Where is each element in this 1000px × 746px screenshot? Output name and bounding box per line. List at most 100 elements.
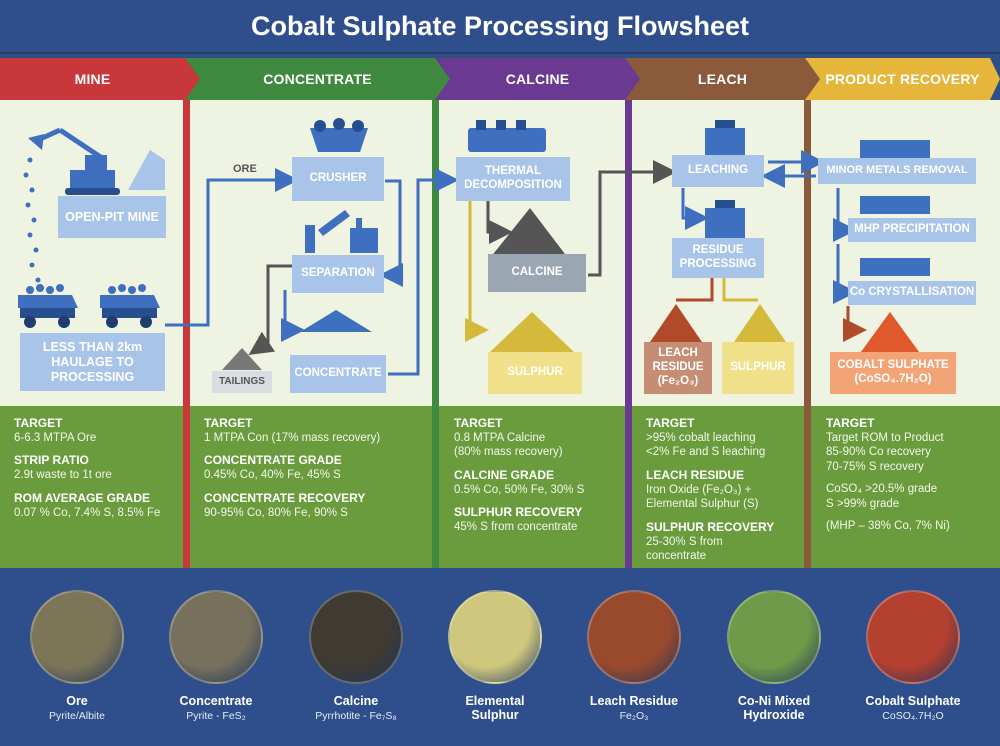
- sample-name: Cobalt Sulphate: [865, 694, 961, 708]
- sample-name: Elemental Sulphur: [447, 694, 543, 723]
- stat-heading: STRIP RATIO: [14, 453, 179, 468]
- sample-swatch: [727, 590, 821, 684]
- sample-formula: Fe₂O₃: [571, 710, 697, 722]
- stat-heading: TARGET: [826, 416, 996, 431]
- residue-processing-box: RESIDUE PROCESSING: [672, 238, 764, 278]
- stats-leach: TARGET>95% cobalt leaching<2% Fe and S l…: [646, 416, 801, 563]
- sample-item: Elemental Sulphur: [432, 590, 558, 723]
- sample-name: Ore: [14, 694, 140, 708]
- tailings-pile-icon: [222, 348, 262, 370]
- minor-metals-tank-icon: [860, 140, 930, 158]
- stat-value: Elemental Sulphur (S): [646, 497, 801, 511]
- sulphur-pile-icon: [490, 312, 574, 352]
- leach-residue-pile-icon: [650, 304, 702, 342]
- stat-value: 2.9t waste to 1t ore: [14, 468, 179, 482]
- residue-tank-icon: [705, 200, 745, 238]
- sample-name: Leach Residue: [571, 694, 697, 708]
- stat-heading: CONCENTRATE GRADE: [204, 453, 428, 468]
- sample-swatch: [169, 590, 263, 684]
- leach-tank-icon: [705, 120, 745, 158]
- crystallisation-tank-icon: [860, 258, 930, 276]
- calcine-box: CALCINE: [488, 254, 586, 292]
- separation-icon: [305, 210, 378, 253]
- tailings-box: TAILINGS: [212, 371, 272, 393]
- stat-value: 0.45% Co, 40% Fe, 45% S: [204, 468, 428, 482]
- stat-value: 70-75% S recovery: [826, 460, 996, 474]
- leaching-box: LEACHING: [672, 155, 764, 187]
- haul-truck-icon: [100, 284, 160, 328]
- ore-dots-icon: [24, 158, 41, 283]
- stat-value: 85-90% Co recovery: [826, 445, 996, 459]
- sample-formula: CoSO₄.7H₂O: [850, 710, 976, 722]
- stat-value: 90-95% Co, 80% Fe, 90% S: [204, 506, 428, 520]
- sample-name: Calcine: [293, 694, 419, 708]
- stat-value: S >99% grade: [826, 497, 996, 511]
- concentrate-pile-icon: [300, 310, 372, 332]
- stat-value: 0.07 % Co, 7.4% S, 8.5% Fe: [14, 506, 179, 520]
- sample-formula: Pyrite/Albite: [14, 710, 140, 722]
- separation-box: SEPARATION: [292, 255, 384, 293]
- mhp-tank-icon: [860, 196, 930, 214]
- stat-heading: TARGET: [454, 416, 622, 431]
- stat-heading: CONCENTRATE RECOVERY: [204, 491, 428, 506]
- stat-value: Iron Oxide (Fe₂O₃) +: [646, 483, 801, 497]
- stat-heading: TARGET: [646, 416, 801, 431]
- crusher-icon: [310, 118, 368, 152]
- stat-value: 45% S from concentrate: [454, 520, 622, 534]
- sample-swatch: [587, 590, 681, 684]
- sample-swatch: [30, 590, 124, 684]
- cobalt-sulphate-formula: (CoSO₄.7H₂O): [854, 373, 931, 387]
- mhp-precipitation-box: MHP PRECIPITATION: [848, 218, 976, 242]
- concentrate-box: CONCENTRATE: [290, 355, 386, 393]
- stat-value: (MHP – 38% Co, 7% Ni): [826, 519, 996, 533]
- stat-value: 25-30% S from: [646, 535, 801, 549]
- stat-heading: SULPHUR RECOVERY: [646, 520, 801, 535]
- stat-value: 1 MTPA Con (17% mass recovery): [204, 431, 428, 445]
- stat-heading: TARGET: [204, 416, 428, 431]
- sample-name: Concentrate: [153, 694, 279, 708]
- crusher-box: CRUSHER: [292, 157, 384, 201]
- stat-heading: CALCINE GRADE: [454, 468, 622, 483]
- minor-metals-removal-box: MINOR METALS REMOVAL: [818, 158, 976, 184]
- ore-label: ORE: [233, 163, 257, 175]
- sample-name: Co-Ni Mixed Hydroxide: [726, 694, 822, 723]
- stats-concentrate: TARGET1 MTPA Con (17% mass recovery) CONC…: [204, 416, 428, 520]
- sulphur-box: SULPHUR: [488, 352, 582, 394]
- sample-swatch: [448, 590, 542, 684]
- leach-residue-formula: (Fe₂O₃): [658, 375, 698, 389]
- stat-value: CoSO₄ >20.5% grade: [826, 482, 996, 496]
- sulphur-pile-icon: [734, 304, 786, 342]
- stat-value: 0.8 MTPA Calcine: [454, 431, 622, 445]
- sample-item: Co-Ni Mixed Hydroxide: [711, 590, 837, 723]
- stat-value: Target ROM to Product: [826, 431, 996, 445]
- stat-heading: SULPHUR RECOVERY: [454, 505, 622, 520]
- leach-sulphur-box: SULPHUR: [722, 342, 794, 394]
- thermal-decomposition-box: THERMAL DECOMPOSITION: [456, 157, 570, 201]
- stat-value: (80% mass recovery): [454, 445, 622, 459]
- excavator-icon: [28, 130, 165, 195]
- sample-formula: Pyrite - FeS₂: [153, 710, 279, 722]
- stat-value: concentrate: [646, 549, 801, 563]
- stat-value: 6-6.3 MTPA Ore: [14, 431, 179, 445]
- sample-formula: Pyrrhotite - Fe₇S₈: [293, 710, 419, 722]
- haul-truck-icon: [18, 284, 78, 328]
- haulage-box: LESS THAN 2km HAULAGE TO PROCESSING: [20, 333, 165, 391]
- co-crystallisation-box: Co CRYSTALLISATION: [848, 281, 976, 305]
- cobalt-sulphate-label: COBALT SULPHATE: [837, 359, 948, 373]
- kiln-icon: [468, 120, 546, 152]
- stat-heading: ROM AVERAGE GRADE: [14, 491, 179, 506]
- cobalt-sulphate-box: COBALT SULPHATE (CoSO₄.7H₂O): [830, 352, 956, 394]
- stat-value: >95% cobalt leaching: [646, 431, 801, 445]
- leach-residue-label: LEACH RESIDUE: [649, 347, 707, 375]
- stat-heading: TARGET: [14, 416, 179, 431]
- stat-heading: LEACH RESIDUE: [646, 468, 801, 483]
- stat-value: 0.5% Co, 50% Fe, 30% S: [454, 483, 622, 497]
